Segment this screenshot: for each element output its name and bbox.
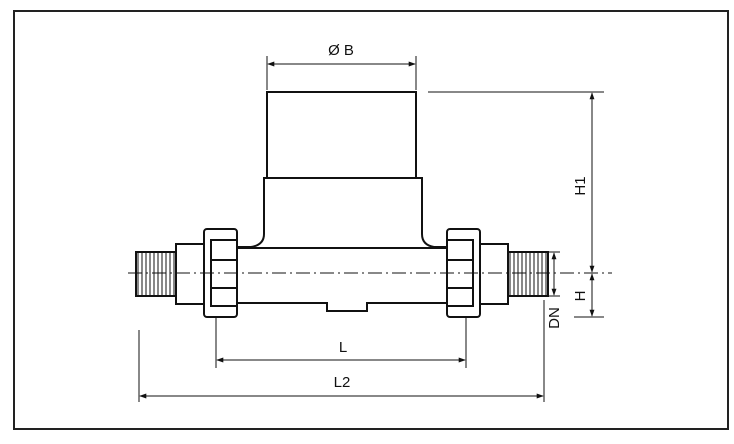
right-thread (507, 251, 549, 297)
dim-l (215, 318, 467, 368)
register-cap (266, 91, 417, 179)
dim-dn (548, 251, 560, 297)
meter-body (236, 91, 448, 312)
drawing-frame (13, 10, 729, 430)
label-l2: L2 (334, 374, 351, 391)
dim-h (574, 273, 604, 318)
dim-h1 (428, 91, 604, 273)
label-h: H (572, 291, 589, 302)
meter-housing (236, 177, 448, 312)
dim-diameter-b (266, 56, 417, 90)
label-dn: DN (546, 307, 563, 329)
left-thread (135, 251, 177, 297)
label-l: L (339, 339, 347, 356)
label-h1: H1 (572, 176, 589, 195)
label-diameter-b: Ø B (328, 42, 354, 59)
dim-l2 (138, 300, 545, 402)
